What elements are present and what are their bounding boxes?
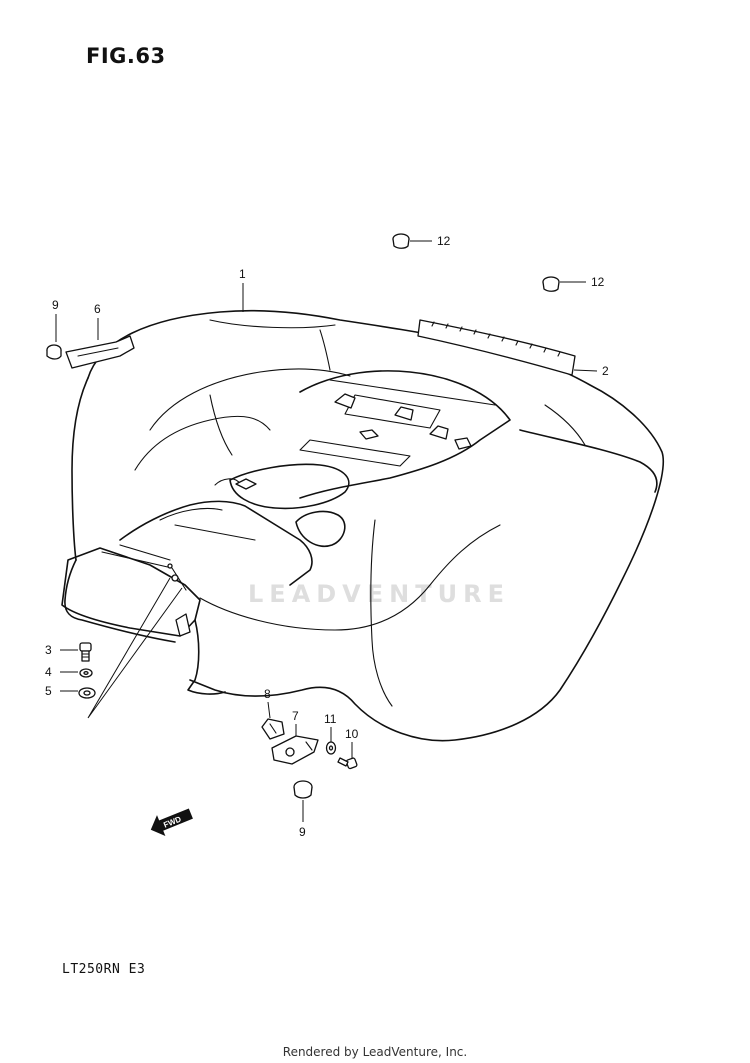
callout-9-bottom: 9 [299,825,306,839]
model-label: LT250RN E3 [62,962,146,977]
cap-part-12-upper[interactable] [392,233,410,249]
rail-strip-part-2[interactable] [417,319,576,376]
bracket-part-7[interactable] [271,735,319,765]
grommet-part-9-top[interactable] [46,344,62,360]
bolt-part-10[interactable] [337,757,358,770]
washer-part-11[interactable] [325,741,337,755]
callout-9-top: 9 [52,298,59,312]
bolt-part-3[interactable] [79,642,92,662]
callout-numbers: 1 2 3 4 5 6 7 8 9 9 10 11 12 12 [45,234,609,839]
cap-part-12-lower[interactable] [542,276,560,292]
figure-title: FIG.63 [86,44,166,68]
leader-lines [55,240,598,822]
rear-fender-part-1[interactable] [61,309,665,742]
fwd-arrow-label: FWD [162,814,182,829]
nut-part-5[interactable] [78,687,96,699]
clip-part-8[interactable] [261,718,285,740]
callout-1: 1 [239,267,246,281]
callout-3: 3 [45,643,52,657]
callout-10: 10 [345,727,359,741]
grommet-part-9-bottom[interactable] [293,780,313,799]
callout-8: 8 [264,687,271,701]
callout-12-lower: 12 [591,275,605,289]
callout-7: 7 [292,709,299,723]
callout-5: 5 [45,684,52,698]
callout-6: 6 [94,302,101,316]
callout-12-upper: 12 [437,234,451,248]
callout-4: 4 [45,665,52,679]
callout-2: 2 [602,364,609,378]
footer-credit: Rendered by LeadVenture, Inc. [282,1045,468,1059]
fwd-arrow-icon: FWD [150,808,193,836]
bracket-part-6[interactable] [65,335,135,369]
washer-part-4[interactable] [79,668,93,678]
callout-11: 11 [324,712,337,726]
